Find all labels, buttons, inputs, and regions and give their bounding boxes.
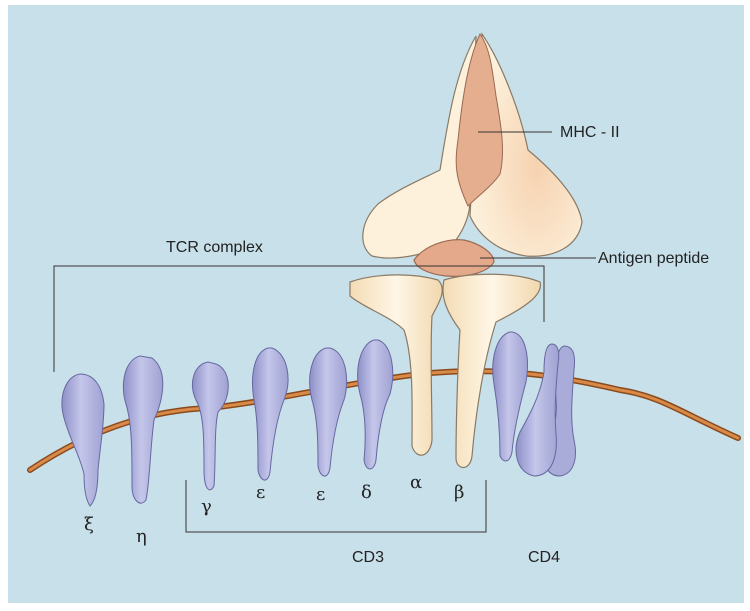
xi-chain-label: ξ xyxy=(84,514,94,535)
mhc-ii-label: MHC - II xyxy=(560,124,620,141)
tcr-complex-label: TCR complex xyxy=(166,239,263,256)
epsilon-chain-label-1: ε xyxy=(256,482,265,503)
antigen-peptide-label: Antigen peptide xyxy=(598,250,709,267)
epsilon-chain-label-2: ε xyxy=(316,484,325,505)
cd4-label: CD4 xyxy=(528,549,560,566)
delta-chain-label: δ xyxy=(361,482,372,503)
eta-chain-label: η xyxy=(136,526,147,547)
gamma-chain-label: γ xyxy=(201,496,212,517)
beta-chain-label: β xyxy=(454,482,464,503)
alpha-chain-label: α xyxy=(410,472,422,493)
cd3-label: CD3 xyxy=(352,549,384,566)
